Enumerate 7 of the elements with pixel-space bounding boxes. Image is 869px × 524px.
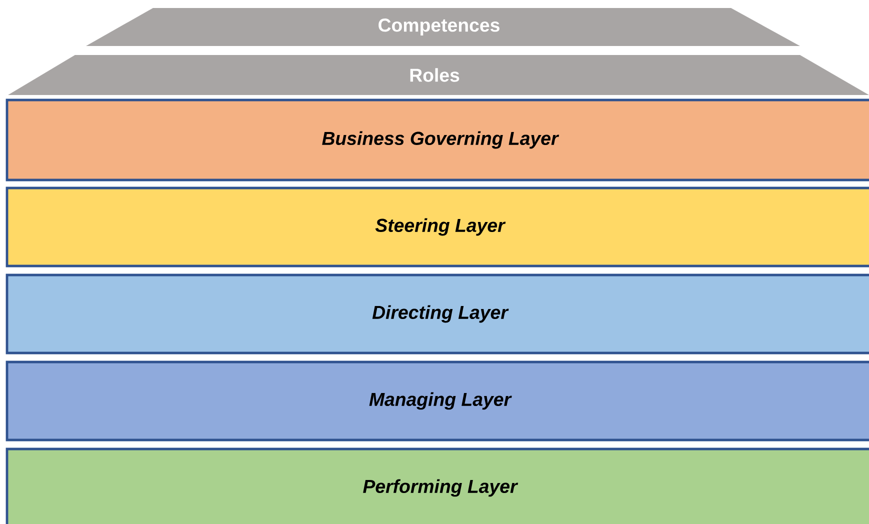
layer-band: Performing Layer (6, 448, 869, 524)
layer-band: Steering Layer (6, 186, 869, 268)
roof-band: Roles (8, 55, 869, 95)
layer-band: Managing Layer (6, 360, 869, 442)
layer-band: Business Governing Layer (6, 98, 869, 182)
roof-band: Competences (86, 8, 800, 46)
layer-band: Directing Layer (6, 274, 869, 354)
